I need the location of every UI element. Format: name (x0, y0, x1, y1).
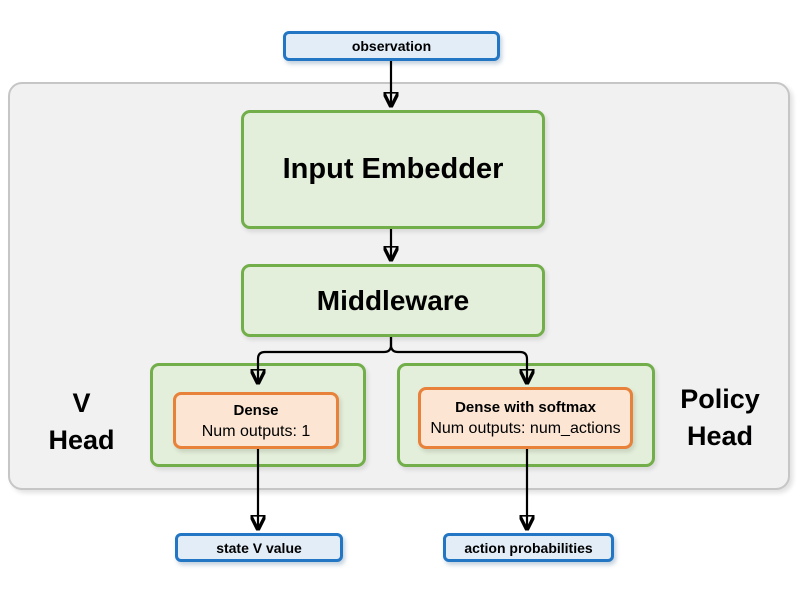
node-action-probabilities-label: action probabilities (464, 539, 593, 556)
policy-head-label-line2: Head (686, 421, 754, 451)
node-middleware: Middleware (241, 264, 545, 337)
node-observation-label: observation (351, 38, 432, 54)
node-middleware-label: Middleware (316, 284, 470, 316)
v-dense-subtitle: Num outputs: 1 (201, 422, 311, 440)
node-state-v-value: state V value (175, 533, 343, 562)
v-head-label-line2: Head (48, 425, 115, 455)
policy-dense-title: Dense with softmax (455, 399, 596, 416)
node-state-v-value-label: state V value (216, 539, 302, 556)
policy-head-label-line1: Policy (680, 384, 760, 414)
policy-dense-subtitle: Num outputs: num_actions (430, 420, 621, 437)
node-v-head-dense-layer: Dense Num outputs: 1 (173, 392, 339, 449)
node-input-embedder-label: Input Embedder (282, 153, 504, 185)
node-input-embedder: Input Embedder (241, 110, 545, 229)
policy-head-label: Policy Head (658, 380, 782, 456)
node-action-probabilities: action probabilities (443, 533, 614, 562)
v-dense-title: Dense (233, 401, 279, 419)
v-head-label-line1: V (72, 388, 91, 418)
node-policy-head-dense-layer: Dense with softmax Num outputs: num_acti… (418, 387, 633, 449)
v-head-label: V Head (24, 384, 139, 460)
node-observation: observation (283, 31, 500, 61)
